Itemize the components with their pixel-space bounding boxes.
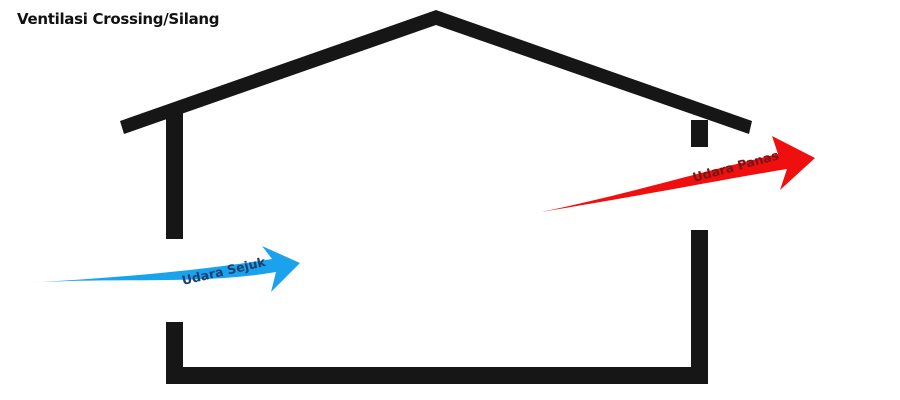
right-wall-lower [691, 230, 708, 384]
diagram-title: Ventilasi Crossing/Silang [17, 10, 220, 28]
right-wall-upper [691, 120, 708, 147]
house-outline [120, 10, 752, 384]
house-floor [166, 367, 708, 384]
cool-air-arrow-shape [26, 246, 300, 292]
hot-air-arrow: Udara Panas [541, 136, 815, 212]
house-roof [120, 10, 752, 134]
left-wall-upper [166, 110, 183, 239]
cool-air-arrow: Udara Sejuk [26, 246, 300, 292]
cool-air-label: Udara Sejuk [180, 254, 267, 288]
